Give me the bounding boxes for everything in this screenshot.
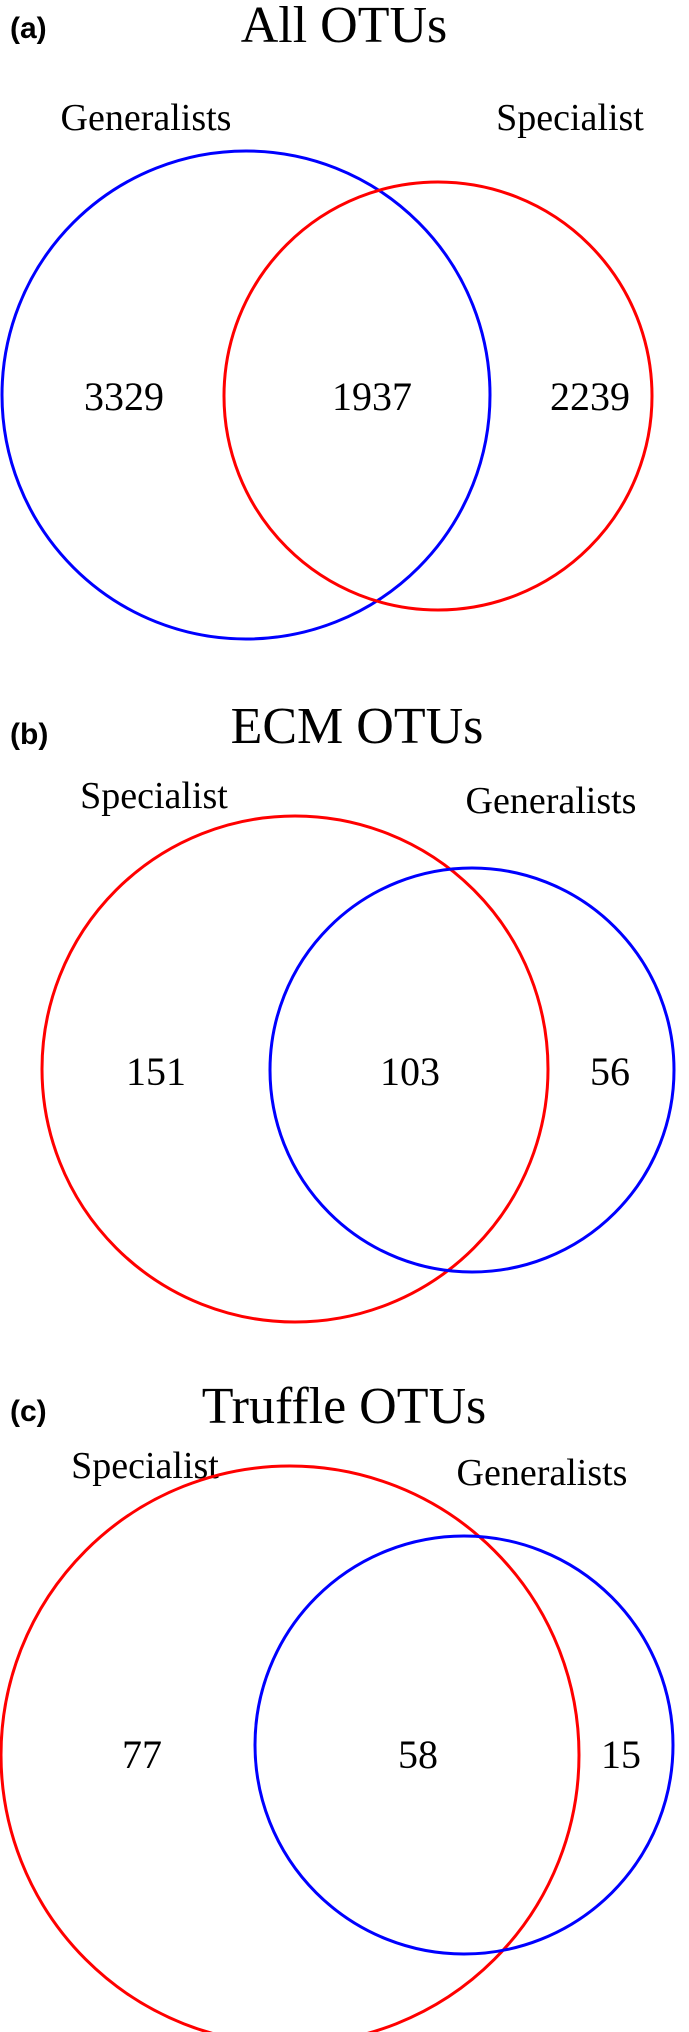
panel-c-right-circle [253,1534,675,1956]
panel-c-left-set-label: Specialist [71,1445,219,1487]
panel-a-left-count: 3329 [84,374,164,419]
panel-a-right-set-label: Specialist [496,97,644,139]
panel-c-right-set-label: Generalists [457,1452,628,1494]
panel-a-right-circle [222,180,654,612]
panel-b-left-set-label: Specialist [80,775,228,817]
panel-a: (a) All OTUs Generalists Specialist 3329… [0,0,654,641]
panel-c-title: Truffle OTUs [202,1378,487,1435]
panel-a-overlap-count: 1937 [332,374,412,419]
panel-b-left-circle [40,814,550,1324]
panel-c-right-count: 15 [601,1732,641,1777]
panel-b-left-count: 151 [126,1049,186,1094]
panel-b: (b) ECM OTUs Specialist Generalists 151 … [10,698,676,1324]
panel-a-right-count: 2239 [550,374,630,419]
panel-c: (c) Truffle OTUs Specialist Generalists … [0,1378,675,2032]
panel-c-letter: (c) [10,1395,47,1428]
panel-b-right-set-label: Generalists [466,780,637,822]
panel-b-right-circle [268,866,676,1274]
panel-b-title: ECM OTUs [231,698,484,755]
panel-a-letter: (a) [10,12,47,45]
panel-b-letter: (b) [10,718,48,751]
panel-c-left-count: 77 [122,1732,162,1777]
panel-b-overlap-count: 103 [380,1049,440,1094]
panel-a-title: All OTUs [241,0,448,54]
panel-b-right-count: 56 [590,1049,630,1094]
panel-a-left-set-label: Generalists [61,97,232,139]
panel-c-overlap-count: 58 [398,1732,438,1777]
panel-c-left-circle [0,1464,581,2032]
panel-a-left-circle [0,149,492,641]
